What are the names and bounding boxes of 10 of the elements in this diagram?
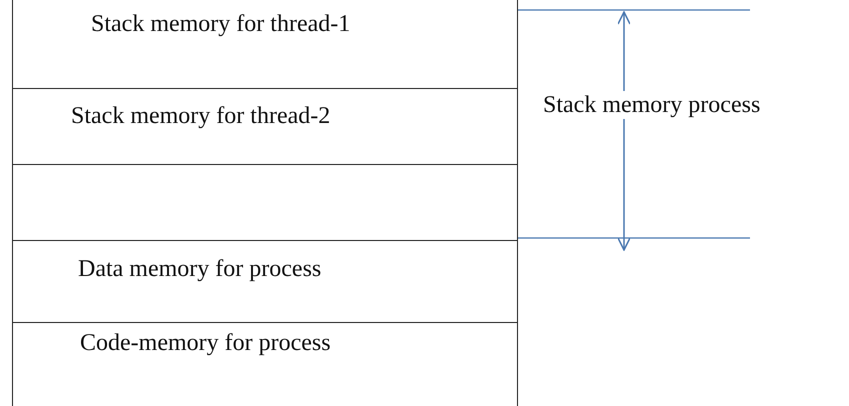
segment-label: Stack memory for thread-2 (71, 102, 330, 130)
memory-segment (12, 322, 518, 406)
segment-label: Stack memory for thread-1 (91, 10, 350, 38)
memory-segment (12, 0, 518, 88)
empty-memory-segment (12, 164, 518, 241)
segment-label: Data memory for process (78, 255, 322, 283)
segment-label: Code-memory for process (80, 329, 331, 357)
dimension-label: Stack memory process (543, 91, 760, 119)
memory-segment (12, 88, 518, 165)
memory-segment (12, 240, 518, 323)
